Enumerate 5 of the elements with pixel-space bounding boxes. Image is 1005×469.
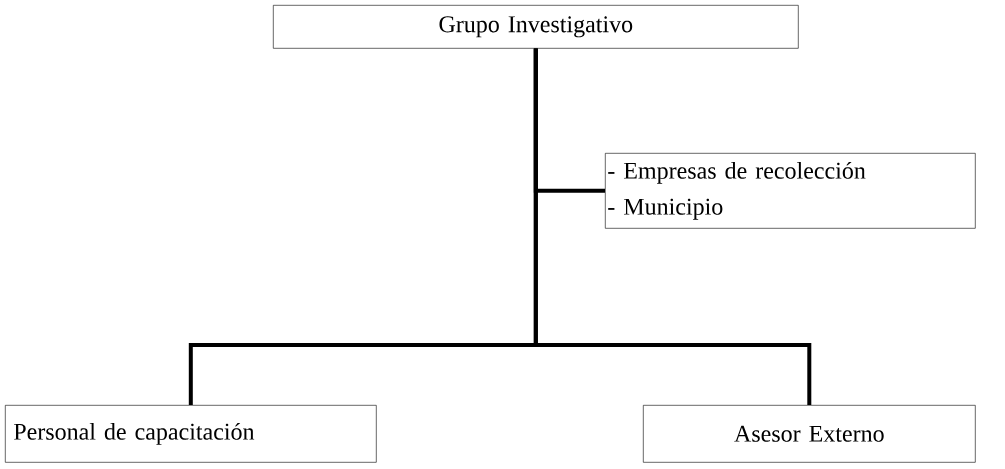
org-box: Asesor Externo [643,405,976,463]
connector-line [533,48,812,405]
org-box: Grupo Investigativo [273,5,799,49]
org-box: Personal de capacitación [5,405,377,463]
list-box: - Empresas de recolección - Municipio [605,153,976,229]
